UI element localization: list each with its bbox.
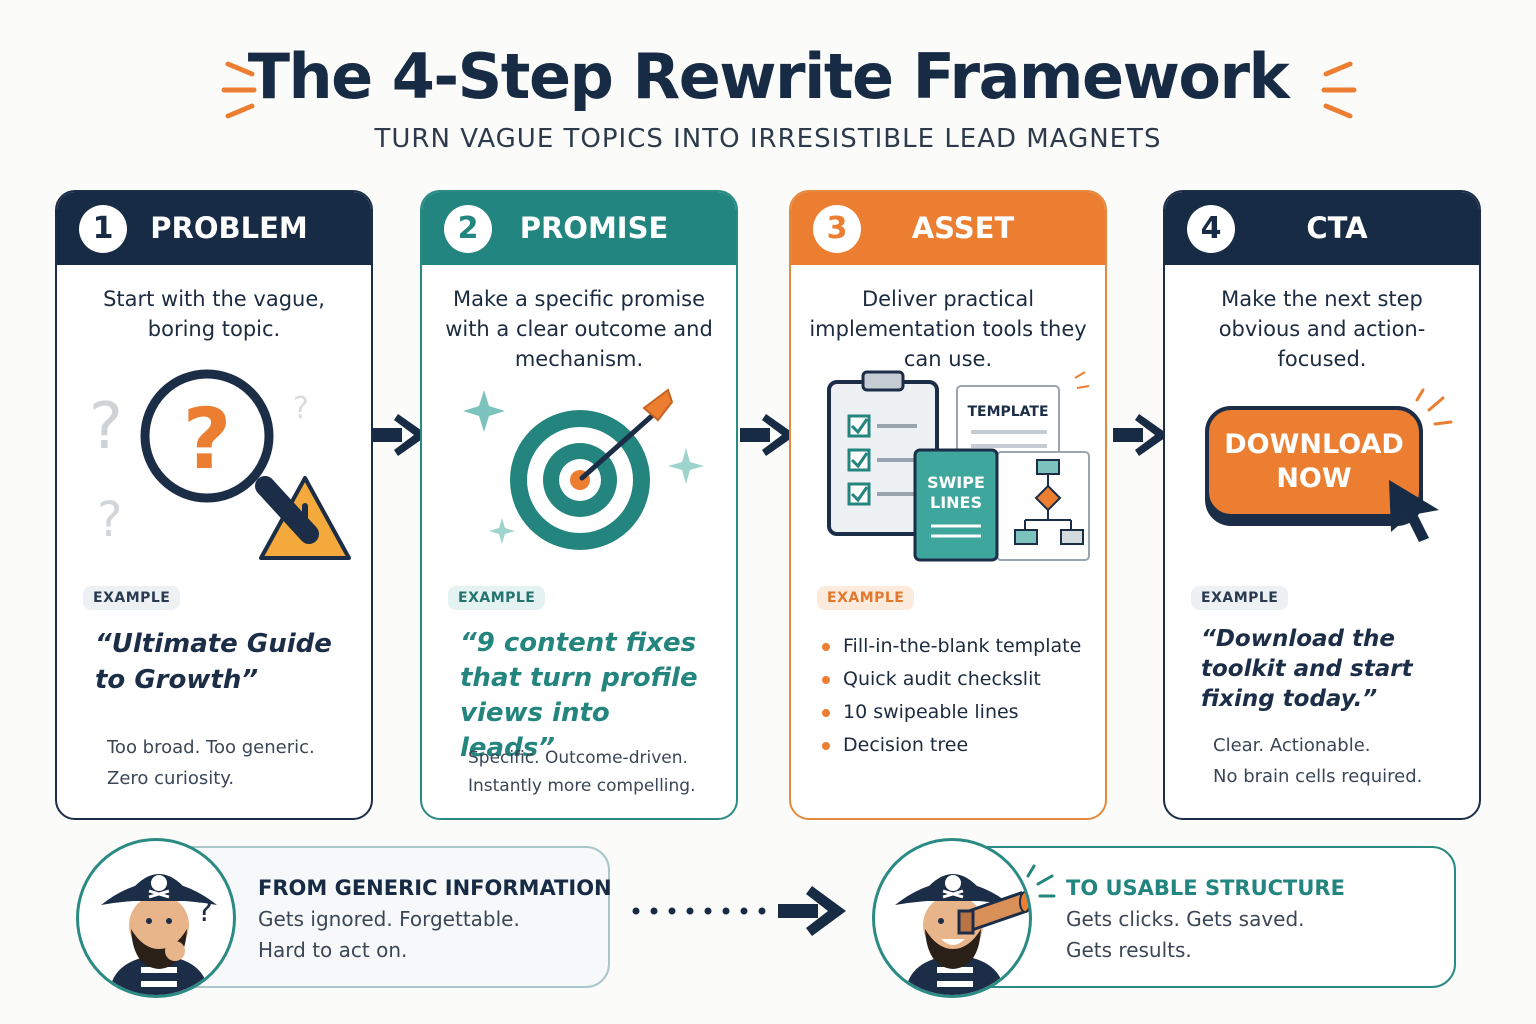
from-line: Gets ignored. Forgettable. bbox=[258, 907, 520, 931]
arrow-right-icon bbox=[1113, 414, 1169, 456]
step-card-problem: 1 PROBLEM Start with the vague, boring t… bbox=[55, 190, 373, 820]
step-description: Make a specific promise with a clear out… bbox=[445, 287, 713, 371]
swipe-label: LINES bbox=[930, 493, 982, 512]
spark-icon bbox=[1415, 388, 1453, 426]
svg-text:?: ? bbox=[183, 390, 232, 488]
swipe-label: SWIPE bbox=[927, 473, 985, 492]
from-title: FROM GENERIC INFORMATION bbox=[258, 876, 612, 900]
list-item: Quick audit checkslit bbox=[819, 663, 1095, 696]
note-line: Zero curiosity. bbox=[107, 768, 235, 789]
arrow-right-icon bbox=[740, 414, 796, 456]
step-header: 3 ASSET bbox=[791, 192, 1105, 265]
to-line: Gets clicks. Gets saved. bbox=[1066, 907, 1305, 931]
step-number: 1 bbox=[79, 205, 127, 253]
svg-text:?: ? bbox=[97, 492, 122, 548]
step-header: 2 PROMISE bbox=[422, 192, 736, 265]
note-line: Specific. Outcome-driven. bbox=[468, 748, 688, 768]
note-line: Instantly more compelling. bbox=[468, 776, 696, 796]
pirate-avatar-happy bbox=[872, 838, 1032, 998]
example-badge: EXAMPLE bbox=[83, 586, 181, 610]
pirate-thinking-icon: ? bbox=[101, 874, 217, 995]
step-card-promise: 2 PROMISE Make a specific promise with a… bbox=[420, 190, 738, 820]
cursor-icon bbox=[1389, 480, 1439, 542]
step-number: 2 bbox=[444, 205, 492, 253]
button-line: NOW bbox=[1276, 463, 1352, 494]
example-badge: EXAMPLE bbox=[1191, 586, 1289, 610]
step-description: Deliver practical implementation tools t… bbox=[809, 287, 1087, 371]
example-note: Specific. Outcome-driven. Instantly more… bbox=[468, 744, 722, 800]
from-line: Hard to act on. bbox=[258, 938, 408, 962]
list-item: Decision tree bbox=[819, 729, 1095, 762]
step-description: Start with the vague, boring topic. bbox=[103, 287, 325, 341]
svg-text:?: ? bbox=[89, 390, 123, 464]
toolkit-documents-icon: TEMPLATE SWIPE LINES bbox=[827, 370, 1090, 562]
burst-right-icon bbox=[1321, 61, 1357, 119]
step-header: 4 CTA bbox=[1165, 192, 1479, 265]
to-line: Gets results. bbox=[1066, 938, 1192, 962]
example-badge: EXAMPLE bbox=[817, 586, 915, 610]
svg-text:?: ? bbox=[197, 894, 213, 929]
asset-list: Fill-in-the-blank template Quick audit c… bbox=[819, 630, 1095, 762]
example-quote: “Ultimate Guide to Growth” bbox=[95, 629, 332, 695]
step-number: 4 bbox=[1187, 205, 1235, 253]
note-line: No brain cells required. bbox=[1213, 766, 1423, 787]
step-title: ASSET bbox=[911, 211, 1015, 245]
note-line: Clear. Actionable. bbox=[1213, 735, 1371, 756]
example-quote: “Download the toolkit and start fixing t… bbox=[1201, 626, 1413, 712]
dotted-arrow-icon bbox=[632, 886, 846, 936]
example-quote: “9 content fixes that turn profile views… bbox=[460, 628, 698, 763]
to-text: Gets clicks. Gets saved. Gets results. bbox=[1066, 904, 1305, 966]
step-number: 3 bbox=[813, 205, 861, 253]
step-card-cta: 4 CTA Make the next step obvious and act… bbox=[1163, 190, 1481, 820]
list-item: Fill-in-the-blank template bbox=[819, 630, 1095, 663]
page-subtitle: TURN VAGUE TOPICS INTO IRRESISTIBLE LEAD… bbox=[374, 124, 1162, 154]
svg-text:?: ? bbox=[293, 391, 309, 426]
to-title: TO USABLE STRUCTURE bbox=[1066, 876, 1345, 900]
pirate-telescope-icon bbox=[895, 874, 1029, 995]
step-title: CTA bbox=[1306, 211, 1368, 245]
burst-left-icon bbox=[221, 61, 257, 119]
pirate-avatar-confused: ? bbox=[76, 838, 236, 998]
target-icon bbox=[463, 388, 704, 550]
step-card-asset: 3 ASSET Deliver practical implementation… bbox=[789, 190, 1107, 820]
from-text: Gets ignored. Forgettable. Hard to act o… bbox=[258, 904, 520, 966]
step-title: PROBLEM bbox=[150, 211, 308, 245]
note-line: Too broad. Too generic. bbox=[107, 737, 315, 758]
arrow-right-icon bbox=[372, 414, 428, 456]
step-title: PROMISE bbox=[519, 211, 669, 245]
example-note: Clear. Actionable. No brain cells requir… bbox=[1213, 730, 1465, 792]
step-description: Make the next step obvious and action-fo… bbox=[1218, 287, 1426, 371]
page-title: The 4-Step Rewrite Framework bbox=[247, 40, 1290, 113]
template-label: TEMPLATE bbox=[967, 404, 1048, 420]
spark-icon bbox=[1026, 864, 1056, 898]
example-badge: EXAMPLE bbox=[448, 586, 546, 610]
download-now-button[interactable]: DOWNLOAD NOW bbox=[1205, 406, 1423, 518]
button-line: DOWNLOAD bbox=[1224, 429, 1404, 460]
magnifier-question-icon: ? ? ? ? bbox=[89, 369, 351, 560]
step-header: 1 PROBLEM bbox=[57, 192, 371, 265]
example-note: Too broad. Too generic. Zero curiosity. bbox=[107, 732, 357, 794]
list-item: 10 swipeable lines bbox=[819, 696, 1095, 729]
